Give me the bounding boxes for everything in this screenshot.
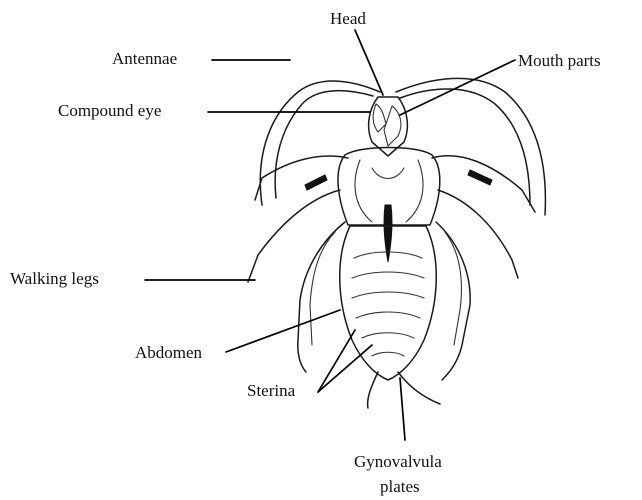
label-antennae: Antennae — [112, 49, 177, 68]
leader-abdomen — [226, 310, 340, 352]
right-leg-middle — [438, 190, 518, 278]
right-leg-hind-inner — [445, 232, 461, 345]
label-mouth-parts: Mouth parts — [518, 51, 601, 70]
cockroach-drawing — [248, 78, 545, 408]
right-leg-front-femur — [468, 170, 492, 185]
labels: Head Antennae Mouth parts Compound eye W… — [10, 9, 601, 496]
leader-sterina-1 — [318, 330, 355, 392]
left-leg-front-femur — [305, 175, 327, 190]
left-leg-hind-inner — [310, 232, 335, 345]
label-compound-eye: Compound eye — [58, 101, 161, 120]
left-leg-front — [255, 156, 348, 200]
gynovalvula-plate-right — [398, 372, 440, 404]
mouth-parts-shape — [384, 106, 401, 146]
label-walking-legs: Walking legs — [10, 269, 99, 288]
label-sterina: Sterina — [247, 381, 296, 400]
label-abdomen: Abdomen — [135, 343, 203, 362]
leader-sterina-2 — [318, 345, 372, 392]
left-leg-hind — [298, 222, 345, 372]
label-gynovalvula-line2: plates — [380, 477, 420, 496]
compound-eye-shape — [373, 104, 386, 132]
leader-gynovalvula — [400, 378, 405, 440]
thorax-dark-mark — [384, 205, 392, 262]
thorax-wing-right — [406, 160, 423, 222]
abdomen-segments — [352, 252, 424, 356]
thorax-wing-left — [355, 160, 372, 222]
left-antenna — [260, 81, 380, 205]
gynovalvula-plate-left — [368, 372, 378, 408]
label-gynovalvula-line1: Gynovalvula — [354, 452, 442, 471]
right-antenna — [396, 78, 545, 215]
label-head: Head — [330, 9, 366, 28]
right-leg-front — [432, 156, 535, 212]
thorax-inner — [372, 168, 404, 179]
